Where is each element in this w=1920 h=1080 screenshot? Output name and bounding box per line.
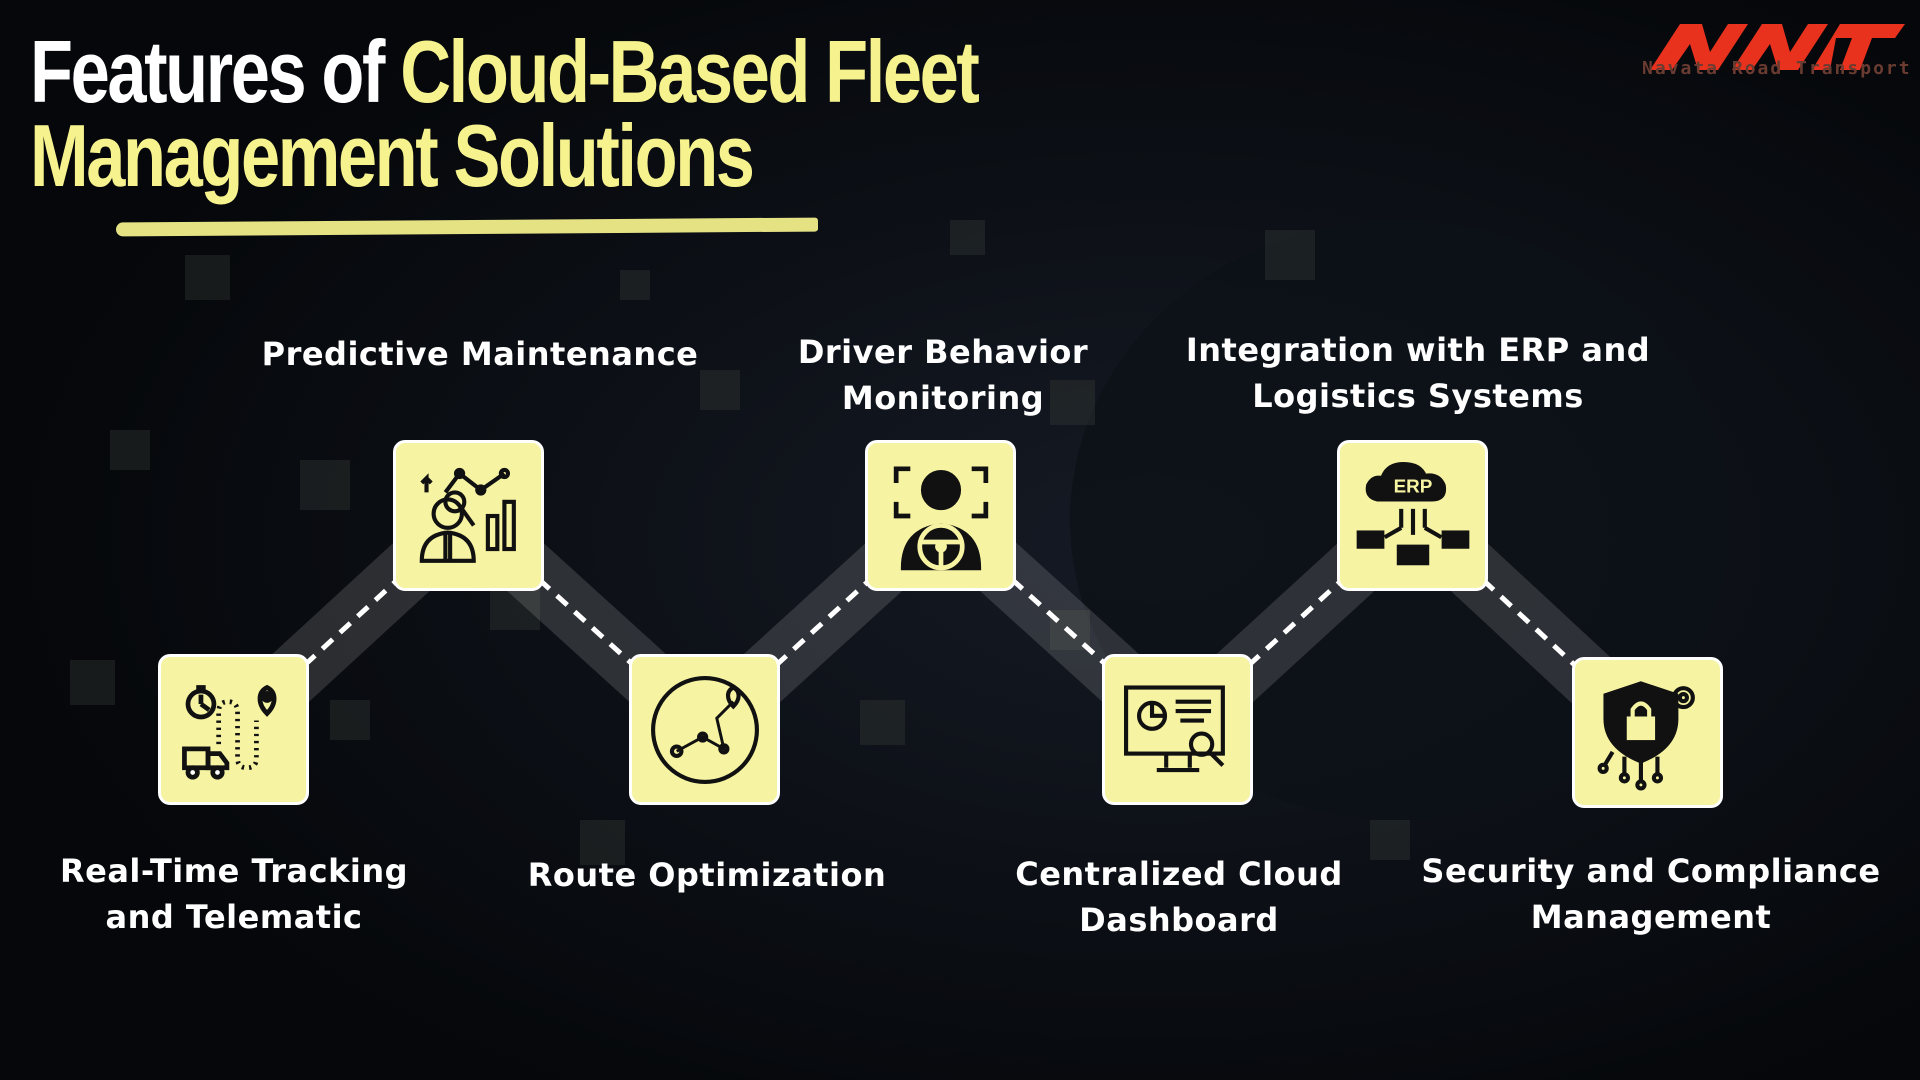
feature-predictive-maintenance-card xyxy=(393,440,544,591)
feature-security-compliance-card xyxy=(1572,657,1723,808)
erp-cloud-icon: ERP xyxy=(1356,461,1469,565)
label-line1: Route Optimization xyxy=(527,856,887,894)
dashboard-monitor-icon xyxy=(1123,684,1225,772)
feature-label-route-optimization: Route Optimization xyxy=(528,852,886,898)
page-title: Features of Cloud-Based Fleet Management… xyxy=(30,28,980,205)
label-line1: Real-Time Tracking xyxy=(59,852,409,890)
title-yellow: Cloud-Based Fleet xyxy=(400,22,980,121)
title-white: Features of xyxy=(30,22,401,121)
analyst-chart-icon xyxy=(419,467,516,563)
logo-subtitle: Navata Road Transport xyxy=(1642,58,1912,79)
label-line1: Security and Compliance xyxy=(1421,852,1881,890)
label-line2: and Telematic xyxy=(105,898,363,936)
feature-driver-behavior-card xyxy=(865,440,1016,591)
label-line2: Monitoring xyxy=(841,379,1045,417)
title-line2: Management Solutions xyxy=(30,106,755,205)
feature-real-time-tracking-card xyxy=(158,654,309,805)
label-line1: Driver Behavior xyxy=(797,333,1089,371)
label-line2: Logistics Systems xyxy=(1252,377,1584,415)
driver-wheel-icon xyxy=(893,465,988,570)
label-line1: Predictive Maintenance xyxy=(261,335,699,373)
label-line2: Management xyxy=(1530,898,1772,936)
erp-text: ERP xyxy=(1393,475,1432,496)
label-line1: Integration with ERP and xyxy=(1185,331,1651,369)
label-line2: Dashboard xyxy=(1079,901,1279,939)
feature-erp-integration-card: ERP xyxy=(1337,440,1488,591)
truck-route-icon xyxy=(181,684,276,780)
feature-label-predictive-maintenance: Predictive Maintenance xyxy=(262,331,699,377)
route-map-icon xyxy=(650,675,759,784)
feature-label-real-time-tracking: Real-Time Tracking and Telematic xyxy=(60,848,408,940)
navata-logo xyxy=(1650,24,1905,70)
feature-cloud-dashboard-card xyxy=(1102,654,1253,805)
label-line1: Centralized Cloud xyxy=(1015,855,1343,893)
security-shield-icon xyxy=(1597,680,1695,791)
feature-route-optimization-card xyxy=(629,654,780,805)
